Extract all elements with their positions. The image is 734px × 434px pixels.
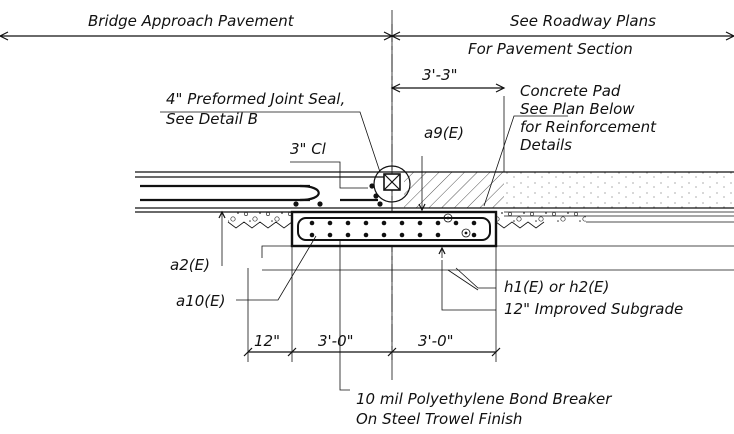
label-dim-pad-width: 3'-3" xyxy=(422,66,458,84)
ground-hatch xyxy=(227,221,734,229)
label-reinforcement: for Reinforcement xyxy=(520,118,657,136)
top-dimension-lines xyxy=(0,31,734,41)
label-see-roadway: See Roadway Plans xyxy=(510,12,656,30)
pad-width-dimension xyxy=(390,83,506,172)
leaders xyxy=(160,111,568,391)
label-dim-3a: 3'-0" xyxy=(318,332,354,350)
label-concrete-pad: Concrete Pad xyxy=(520,82,621,100)
label-joint-seal: 4" Preformed Joint Seal, xyxy=(166,90,345,108)
label-dim-3b: 3'-0" xyxy=(418,332,454,350)
label-trowel-finish: On Steel Trowel Finish xyxy=(356,410,522,428)
pad-rebar xyxy=(309,213,477,238)
label-bond-breaker: 10 mil Polyethylene Bond Breaker xyxy=(356,390,612,408)
label-h1-h2: h1(E) or h2(E) xyxy=(504,278,609,296)
approach-slab xyxy=(135,171,392,213)
roadway-slab xyxy=(392,171,734,217)
gravel-left xyxy=(228,210,292,224)
label-a2: a2(E) xyxy=(170,256,210,274)
slab-rebar xyxy=(293,183,383,207)
concrete-pad xyxy=(290,210,498,248)
label-dim-12: 12" xyxy=(254,332,280,350)
label-a9: a9(E) xyxy=(424,124,464,142)
label-bridge-approach: Bridge Approach Pavement xyxy=(88,12,295,30)
bottom-dimensions xyxy=(243,246,501,362)
label-a10: a10(E) xyxy=(176,292,225,310)
label-see-detail-b: See Detail B xyxy=(166,110,258,128)
gravel-right xyxy=(496,210,586,224)
label-pavement-section: For Pavement Section xyxy=(468,40,633,58)
label-3-clear: 3" Cl xyxy=(290,140,327,158)
label-subgrade: 12" Improved Subgrade xyxy=(504,300,683,318)
subgrade-lines xyxy=(261,245,734,271)
joint-seal xyxy=(373,165,411,203)
label-see-plan-below: See Plan Below xyxy=(520,100,635,118)
label-details: Details xyxy=(520,136,572,154)
